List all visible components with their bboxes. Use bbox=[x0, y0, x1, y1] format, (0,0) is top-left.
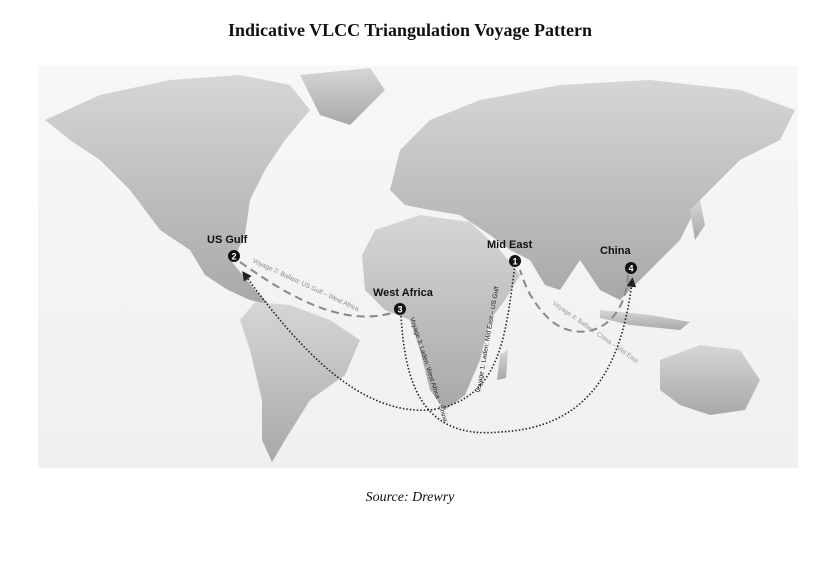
svg-text:1: 1 bbox=[512, 257, 517, 267]
south-america bbox=[240, 302, 360, 462]
madagascar bbox=[497, 350, 508, 380]
svg-text:US Gulf: US Gulf bbox=[207, 234, 248, 246]
location-china: China 4 bbox=[600, 245, 637, 274]
location-mid-east: Mid East 1 bbox=[487, 239, 533, 267]
north-america bbox=[45, 75, 310, 305]
svg-text:4: 4 bbox=[628, 264, 633, 274]
route-voyage-2 bbox=[239, 261, 396, 318]
eurasia bbox=[390, 80, 795, 300]
map-title: Indicative VLCC Triangulation Voyage Pat… bbox=[227, 20, 593, 40]
svg-text:3: 3 bbox=[397, 305, 402, 315]
svg-text:Mid East: Mid East bbox=[487, 239, 533, 251]
route-voyage-1 bbox=[242, 264, 516, 411]
africa bbox=[362, 215, 520, 410]
svg-text:2: 2 bbox=[231, 252, 236, 262]
source-note: Source: Drewry bbox=[365, 490, 455, 505]
marker-2 bbox=[228, 250, 240, 262]
location-us-gulf: US Gulf 2 bbox=[207, 234, 248, 262]
svg-text:West Africa: West Africa bbox=[373, 287, 434, 299]
japan bbox=[690, 200, 705, 240]
indonesia bbox=[600, 310, 690, 330]
svg-text:China: China bbox=[600, 245, 631, 257]
route-voyage-4 bbox=[519, 269, 629, 333]
australia bbox=[660, 345, 760, 415]
continents bbox=[45, 68, 795, 462]
greenland bbox=[300, 68, 385, 125]
marker-1 bbox=[509, 255, 521, 267]
location-west-africa: West Africa 3 bbox=[373, 287, 434, 315]
marker-3 bbox=[394, 303, 406, 315]
marker-4 bbox=[625, 262, 637, 274]
